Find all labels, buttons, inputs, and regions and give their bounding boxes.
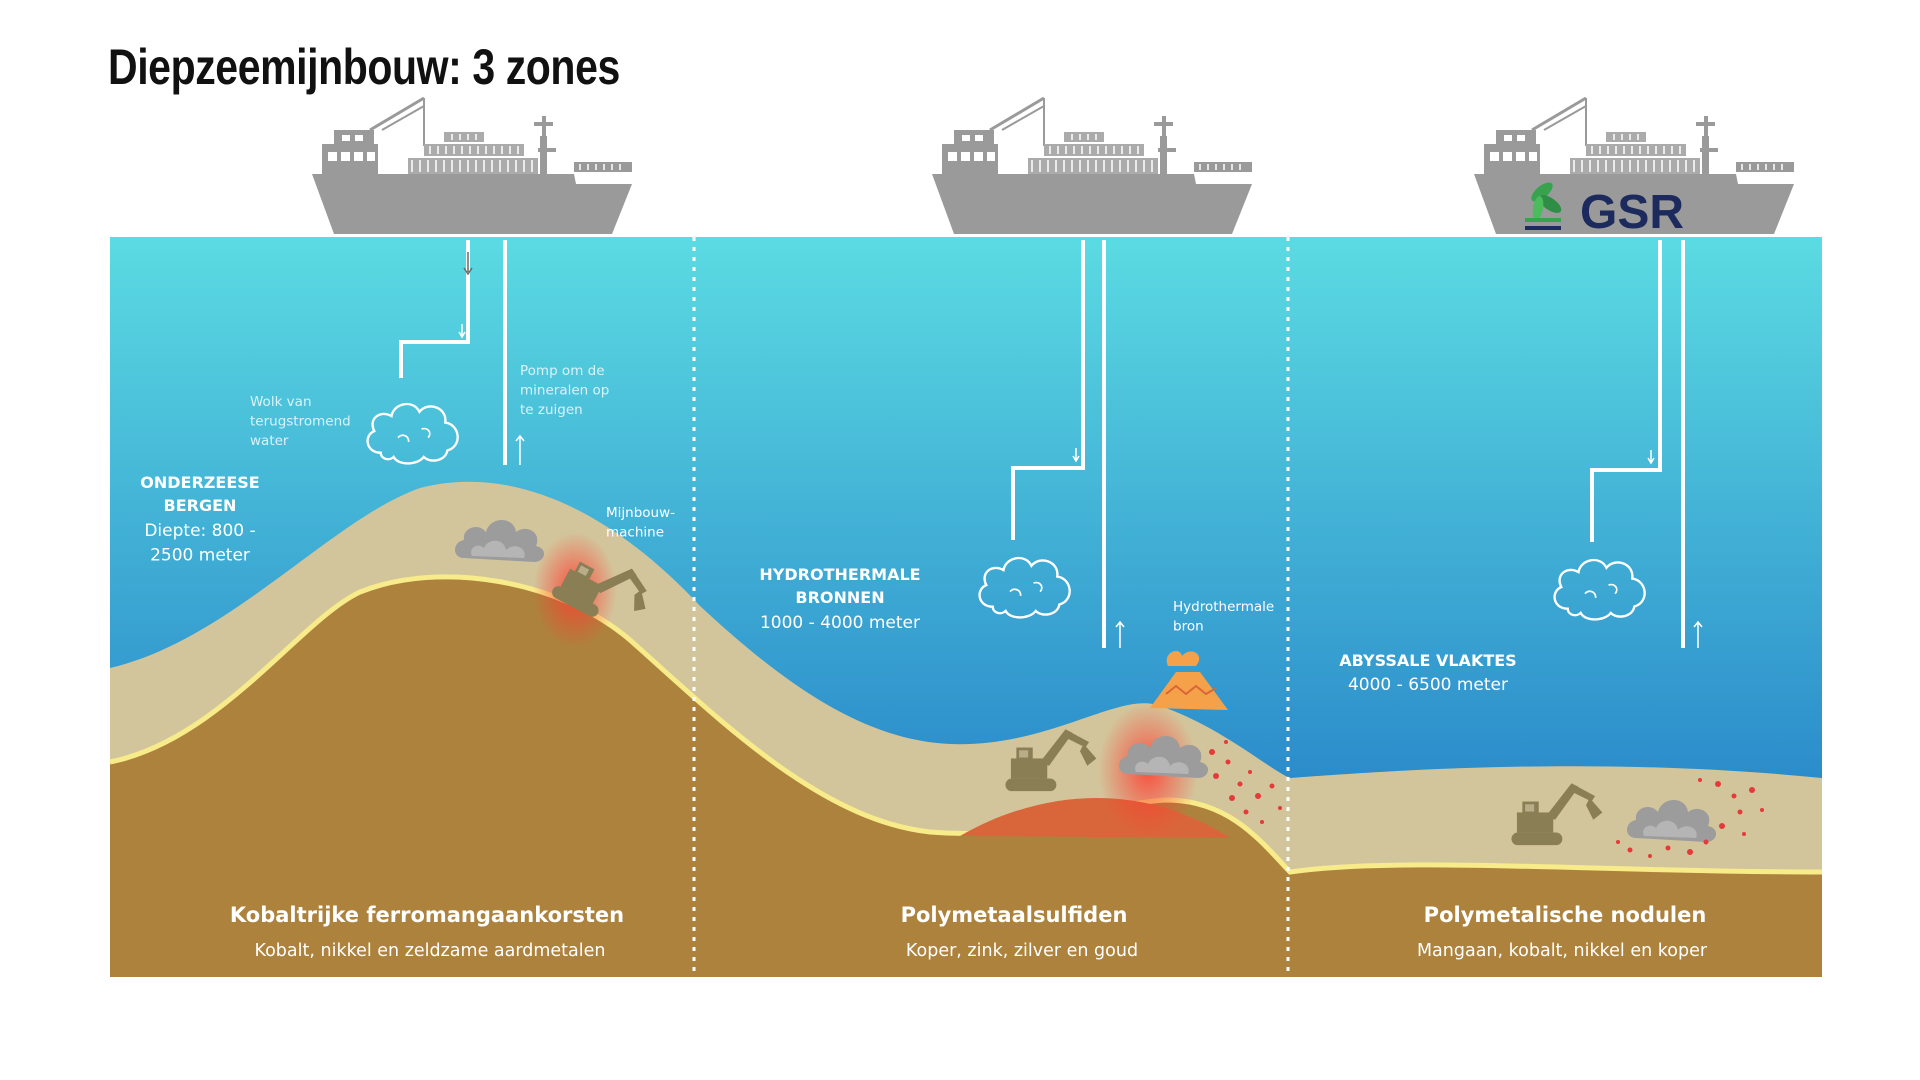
crust-layer [110, 576, 1822, 977]
resource-title: Polymetalische nodulen [1424, 903, 1707, 927]
arrow-up-icon [1115, 620, 1125, 648]
return-pipe [399, 240, 470, 378]
mining-ship [312, 96, 632, 236]
hydrothermal-vent-icon [1150, 651, 1228, 710]
zone-depth: 4000 - 6500 meter [1348, 675, 1508, 695]
arrow-up-icon [1693, 620, 1703, 648]
resource-title: Kobaltrijke ferromangaankorsten [230, 903, 624, 927]
gsr-logo-text: GSR [1580, 186, 1684, 239]
page-title: Diepzeemijnbouw: 3 zones [108, 39, 620, 95]
zone-heading-abyssale-vlaktes: ABYSSALE VLAKTES [1339, 651, 1516, 670]
gsr-logo: GSR [1525, 182, 1684, 239]
zone-depth: 1000 - 4000 meter [760, 613, 920, 633]
resource-minerals: Koper, zink, zilver en goud [906, 941, 1138, 961]
gsr-leaf-icon [1525, 182, 1562, 230]
zone-depth: Diepte: 800 -2500 meter [144, 521, 255, 566]
arrow-down-icon [1647, 450, 1655, 465]
arrow-down-icon [458, 324, 466, 339]
arrow-down-icon [1072, 448, 1080, 463]
arrow-down-icon [463, 252, 473, 276]
return-pipe [1011, 240, 1085, 540]
mineral-particles [1209, 740, 1282, 824]
return-pipe [1590, 240, 1662, 542]
nodule-particles [1616, 778, 1764, 858]
machine-label: Mijnbouw-machine [606, 505, 675, 541]
resource-title: Polymetaalsulfiden [901, 903, 1128, 927]
resource-minerals: Mangaan, kobalt, nikkel en koper [1417, 941, 1708, 961]
resource-minerals: Kobalt, nikkel en zeldzame aardmetalen [255, 941, 606, 961]
mining-ship [932, 96, 1252, 236]
crust-boundary-line [109, 574, 1823, 875]
arrow-up-icon [515, 434, 525, 465]
